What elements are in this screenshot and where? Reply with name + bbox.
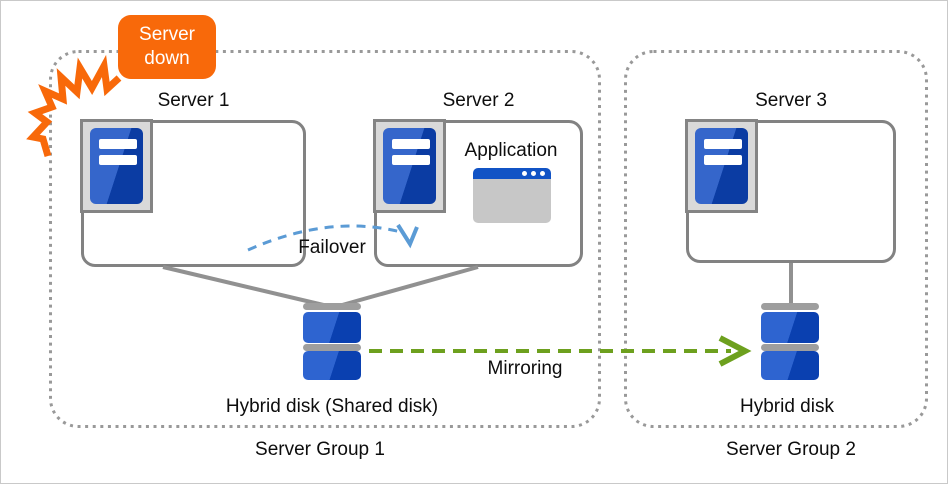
- disk-cap: [303, 344, 361, 351]
- hybrid-disk-icon: [761, 303, 819, 380]
- mirroring-label: Mirroring: [487, 358, 563, 379]
- titlebar-dot-icon: [522, 171, 527, 176]
- server1-disk-connector: [162, 265, 333, 309]
- server-slot: [392, 155, 430, 165]
- server2-disk-connector: [334, 265, 479, 309]
- server-group-1-label: Server Group 1: [255, 439, 385, 460]
- mirroring-arrowhead-icon: [718, 335, 752, 367]
- server-tower-icon: [383, 128, 436, 204]
- titlebar-dot-icon: [531, 171, 536, 176]
- disk-platter: [303, 312, 361, 343]
- server-2-tower-icon: [373, 119, 446, 213]
- application-body: [473, 179, 551, 223]
- server-3-label: Server 3: [755, 90, 827, 111]
- application-titlebar: [473, 168, 551, 179]
- server-3-tower-icon: [685, 119, 758, 213]
- application-label: Application: [464, 140, 558, 161]
- server-slot: [99, 139, 137, 149]
- disk-cap: [761, 303, 819, 310]
- server-slot: [704, 139, 742, 149]
- server-2-label: Server 2: [442, 90, 515, 111]
- shared-disk-label: Hybrid disk (Shared disk): [225, 396, 439, 417]
- server-slot: [704, 155, 742, 165]
- server-tower-icon: [695, 128, 748, 204]
- disk-platter: [761, 312, 819, 343]
- server-group-2-label: Server Group 2: [726, 439, 856, 460]
- disk-platter: [303, 351, 361, 380]
- hybrid-disk-label: Hybrid disk: [740, 396, 834, 417]
- server-tower-icon: [90, 128, 143, 204]
- disk-platter: [761, 351, 819, 380]
- titlebar-dot-icon: [540, 171, 545, 176]
- server-slot: [392, 139, 430, 149]
- server-down-badge-line2: down: [144, 48, 190, 69]
- disk-cap: [303, 303, 361, 310]
- server-down-badge: Server down: [118, 15, 216, 79]
- server-slot: [99, 155, 137, 165]
- server-1-label: Server 1: [157, 90, 230, 111]
- failover-label: Failover: [298, 237, 366, 258]
- shared-hybrid-disk-icon: [303, 303, 361, 380]
- server-down-badge-line1: Server: [139, 24, 195, 45]
- application-window-icon: [473, 168, 551, 223]
- server-1-tower-icon: [80, 119, 153, 213]
- disk-cap: [761, 344, 819, 351]
